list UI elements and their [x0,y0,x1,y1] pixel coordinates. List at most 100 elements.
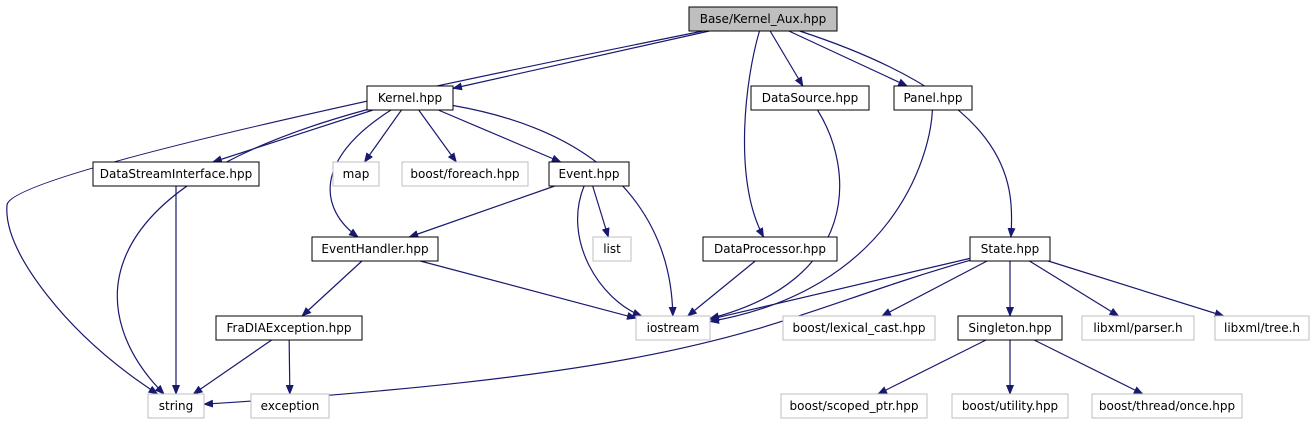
node-dataprocessor[interactable]: DataProcessor.hpp [702,236,838,262]
edge-fradia-to-string [192,339,272,395]
edge-state-to-iostream [709,257,971,322]
edge-eventhandler-to-fradia [301,260,363,317]
node-box [332,161,380,187]
node-label: iostream [647,321,700,335]
node-box [147,393,205,419]
node-box [893,85,973,111]
edge-kernel-to-string [116,109,368,395]
node-box [92,161,260,187]
node-label: libxml/parser.h [1093,321,1182,335]
node-aux[interactable]: Base/Kernel_Aux.hpp [688,6,838,32]
node-fradia[interactable]: FraDIAException.hpp [215,315,363,341]
node-label: string [159,399,193,413]
node-box [401,161,529,187]
node-label: boost/scoped_ptr.hpp [790,399,919,413]
node-box [635,315,711,341]
node-label: FraDIAException.hpp [226,321,351,335]
node-panel[interactable]: Panel.hpp [893,85,973,111]
edge-eventhandler-to-iostream [420,260,637,320]
node-label: State.hpp [981,242,1039,256]
node-datasource[interactable]: DataSource.hpp [750,85,870,111]
node-label: DataProcessor.hpp [714,242,826,256]
node-box [782,315,936,341]
node-singleton[interactable]: Singleton.hpp [957,315,1063,341]
node-box [702,236,838,262]
edge-aux-to-string [6,30,704,395]
node-label: Event.hpp [558,167,619,181]
node-label: EventHandler.hpp [321,242,428,256]
edge-state-to-parser [1029,260,1120,317]
node-label: map [343,167,370,181]
node-label: DataSource.hpp [762,91,859,105]
edge-state-to-string [203,259,971,408]
node-box [366,85,454,111]
edge-panel-to-iostream [709,109,934,324]
node-label: libxml/tree.h [1224,321,1300,335]
edge-event-to-iostream [577,185,643,317]
node-scoped: boost/scoped_ptr.hpp [780,393,928,419]
node-label: boost/lexical_cast.hpp [792,321,925,335]
edge-kernel-to-map [363,109,402,163]
node-map: map [332,161,380,187]
node-label: boost/thread/once.hpp [1099,399,1235,413]
node-label: Singleton.hpp [968,321,1051,335]
node-box [548,161,630,187]
edge-event-to-eventhandler [408,185,555,238]
edge-dataprocessor-to-iostream [686,260,756,317]
edge-aux-to-datasource [769,30,804,87]
node-box [1081,315,1195,341]
edge-kernel-to-event [438,109,562,163]
node-label: list [603,242,621,256]
node-box [215,315,363,341]
node-eventhandler[interactable]: EventHandler.hpp [311,236,439,262]
node-label: exception [261,399,320,413]
edge-aux-to-kernel [452,30,710,91]
edge-singleton-to-scoped [877,339,987,395]
node-state[interactable]: State.hpp [969,236,1051,262]
edge-singleton-to-once [1033,339,1144,395]
node-label: Kernel.hpp [378,91,442,105]
node-utility: boost/utility.hpp [951,393,1069,419]
edge-kernel-to-iostream [452,104,677,317]
edge-aux-to-state [799,30,1016,238]
edge-state-to-tree [1048,260,1225,318]
node-event[interactable]: Event.hpp [548,161,630,187]
node-box [311,236,439,262]
node-box [1214,315,1310,341]
node-foreach: boost/foreach.hpp [401,161,529,187]
node-box [750,85,870,111]
node-label: boost/utility.hpp [962,399,1058,413]
edge-state-to-lexcast [881,260,988,317]
node-iostream: iostream [635,315,711,341]
edges-layer [6,30,1225,408]
edge-fradia-to-exception [285,339,294,395]
node-box [1091,393,1243,419]
node-tree: libxml/tree.h [1214,315,1310,341]
node-label: boost/foreach.hpp [410,167,519,181]
node-exception: exception [250,393,330,419]
edge-kernel-to-dsi [211,109,374,164]
node-list: list [592,236,632,262]
node-label: Base/Kernel_Aux.hpp [700,12,827,26]
node-label: Panel.hpp [903,91,962,105]
edge-aux-to-dataprocessor [743,30,765,238]
node-box [688,6,838,32]
edge-kernel-to-foreach [418,109,457,163]
node-kernel[interactable]: Kernel.hpp [366,85,454,111]
node-box [969,236,1051,262]
node-dsi[interactable]: DataStreamInterface.hpp [92,161,260,187]
node-label: DataStreamInterface.hpp [100,167,252,181]
node-lexcast: boost/lexical_cast.hpp [782,315,936,341]
node-box [951,393,1069,419]
node-once: boost/thread/once.hpp [1091,393,1243,419]
node-parser: libxml/parser.h [1081,315,1195,341]
edge-kernel-to-eventhandler [329,109,392,238]
node-box [592,236,632,262]
node-box [780,393,928,419]
edge-aux-to-panel [788,30,909,87]
node-string: string [147,393,205,419]
edge-event-to-list [592,185,610,238]
node-box [957,315,1063,341]
